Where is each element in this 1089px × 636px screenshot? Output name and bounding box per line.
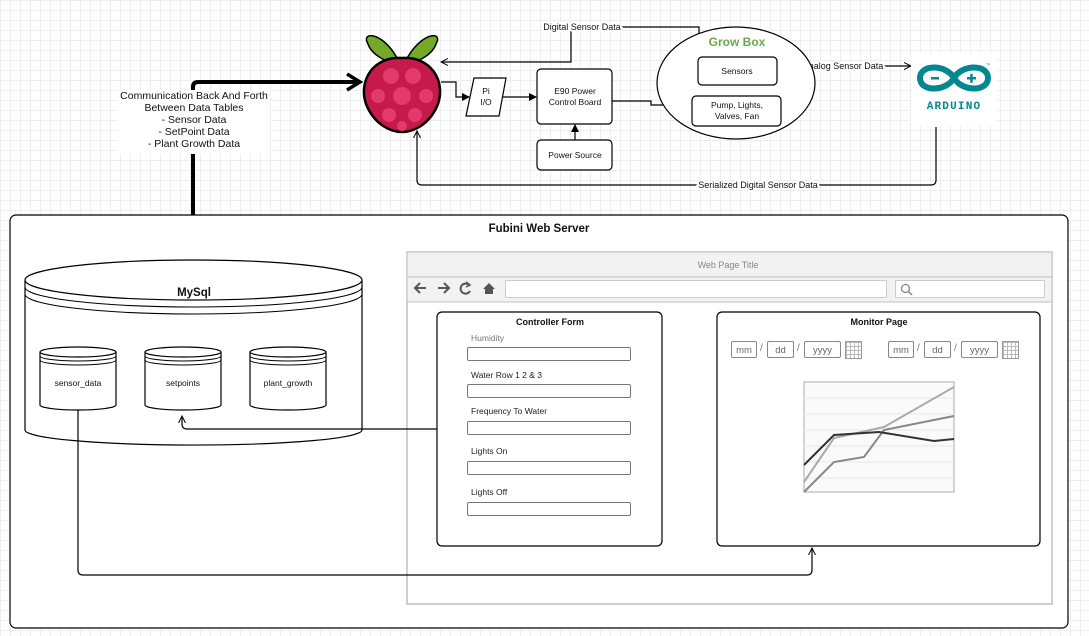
form-to-setpoints-connector	[182, 416, 437, 430]
search-icon	[900, 283, 913, 296]
power-source-label: Power Source	[548, 150, 602, 160]
communication-note: Communication Back And Forth Between Dat…	[118, 90, 270, 154]
grow-box-title: Grow Box	[709, 35, 766, 49]
svg-text:™: ™	[986, 62, 990, 67]
mysql-title: MySql	[177, 287, 211, 299]
sensors-label: Sensors	[721, 66, 752, 76]
pi-to-io-connector	[441, 81, 470, 101]
frequency-label: Frequency To Water	[471, 406, 548, 416]
start-year-input[interactable]: yyyy	[804, 341, 841, 358]
pump-lights-box	[691, 95, 782, 127]
arduino-label: ARDUINO	[927, 101, 982, 113]
chart-series-dark	[803, 430, 955, 466]
calendar-icon[interactable]	[845, 341, 862, 359]
pi-io-label-2: I/O	[480, 97, 492, 107]
end-year-input[interactable]: yyyy	[961, 341, 998, 358]
table-label-plant-growth: plant_growth	[264, 378, 313, 388]
end-month-input[interactable]: mm	[888, 341, 914, 358]
humidity-input[interactable]	[467, 347, 631, 361]
serialized-data-label: Serialized Digital Sensor Data	[698, 180, 818, 190]
communication-line-5: - Plant Growth Data	[147, 138, 241, 150]
date-separator: /	[917, 343, 920, 354]
grow-box-node: Grow Box Sensors Pump, Lights, Valves, F…	[656, 26, 816, 140]
digital-sensor-data-connector	[441, 26, 700, 62]
end-day-input[interactable]: dd	[924, 341, 951, 358]
frequency-input[interactable]	[467, 421, 631, 435]
table-sensor-data: sensor_data	[39, 346, 117, 411]
humidity-label: Humidity	[471, 333, 505, 343]
water-row-label: Water Row 1 2 & 3	[471, 370, 543, 380]
monitor-line-chart	[803, 381, 955, 493]
communication-line-4: - SetPoint Data	[158, 126, 230, 138]
address-bar[interactable]	[505, 280, 887, 298]
date-separator: /	[797, 343, 800, 354]
start-month-input[interactable]: mm	[731, 341, 757, 358]
refresh-icon[interactable]	[459, 281, 472, 295]
browser-title: Web Page Title	[698, 260, 759, 270]
analog-sensor-data-label: Analog Sensor Data	[803, 61, 884, 71]
e90-label-1: E90 Power	[554, 86, 596, 96]
search-field[interactable]	[895, 280, 1045, 298]
sensor-data-to-monitor-connector	[77, 410, 812, 576]
start-day-input[interactable]: dd	[767, 341, 794, 358]
table-setpoints: setpoints	[144, 346, 222, 411]
serialized-data-connector	[417, 127, 937, 186]
home-icon[interactable]	[483, 283, 495, 294]
pi-io-node: Pi I/O	[465, 77, 507, 117]
forward-icon[interactable]	[438, 282, 451, 294]
arduino-logo: ™ ARDUINO	[911, 53, 997, 126]
lights-off-input[interactable]	[467, 502, 631, 516]
e90-board-node: E90 Power Control Board	[536, 68, 613, 125]
lights-on-input[interactable]	[467, 461, 631, 475]
communication-line-1: Communication Back And Forth	[120, 90, 268, 102]
table-label-setpoints: setpoints	[166, 378, 200, 388]
web-server-title: Fubini Web Server	[489, 223, 590, 235]
calendar-icon[interactable]	[1002, 341, 1019, 359]
back-icon[interactable]	[413, 282, 426, 294]
water-row-input[interactable]	[467, 384, 631, 398]
lights-off-label: Lights Off	[471, 487, 508, 497]
table-plant-growth: plant_growth	[249, 346, 327, 411]
chart-series-mid	[803, 415, 955, 493]
digital-sensor-data-label: Digital Sensor Data	[543, 22, 621, 32]
lights-on-label: Lights On	[471, 446, 508, 456]
e90-label-2: Control Board	[549, 97, 602, 107]
communication-arrow	[191, 80, 360, 275]
pump-label-2: Valves, Fan	[715, 111, 760, 121]
table-label-sensor-data: sensor_data	[55, 378, 102, 388]
pump-label-1: Pump, Lights,	[711, 100, 763, 110]
controller-form-title: Controller Form	[516, 317, 584, 327]
power-source-node: Power Source	[536, 139, 613, 171]
sensors-box	[697, 56, 778, 86]
communication-line-3: - Sensor Data	[161, 114, 227, 126]
communication-line-2: Between Data Tables	[144, 102, 244, 114]
date-separator: /	[954, 343, 957, 354]
raspberry-pi-logo	[362, 35, 442, 134]
pi-io-label-1: Pi	[482, 86, 490, 96]
date-separator: /	[760, 343, 763, 354]
monitor-page-title: Monitor Page	[850, 317, 907, 327]
